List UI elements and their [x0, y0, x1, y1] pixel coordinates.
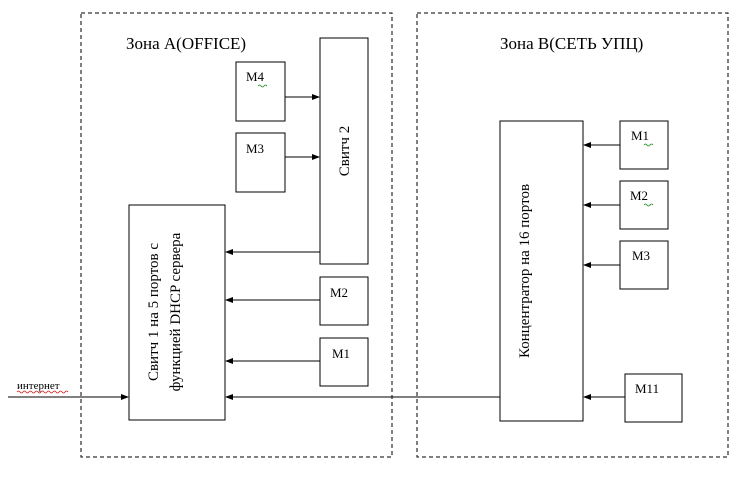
- machine-a-m1: М1: [319, 337, 369, 387]
- machine-b-m2: М2: [619, 180, 669, 230]
- switch-2: [319, 37, 369, 265]
- switch-1: [128, 204, 226, 421]
- machine-a-m3: М3: [235, 132, 286, 193]
- zone-b-boundary: [416, 12, 729, 458]
- internet-label: интернет: [17, 380, 60, 392]
- machine-b-m2-label: М2: [630, 188, 648, 203]
- machine-a-m4: М4: [235, 61, 286, 122]
- hub-label: Концентратор на 16 портов: [517, 184, 533, 358]
- machine-b-m3: М3: [619, 240, 669, 290]
- switch-2-label: Свитч 2: [337, 126, 353, 176]
- machine-b-m1-label: М1: [631, 128, 649, 143]
- machine-b-m11: М11: [624, 373, 683, 423]
- internet-spellcheck-mark: [16, 390, 69, 394]
- machine-a-m1-label: М1: [332, 346, 350, 361]
- zone-b-title: Зона В(СЕТЬ УПЦ): [500, 34, 643, 53]
- zone-a-title: Зона А(OFFICE): [126, 34, 246, 53]
- machine-b-m11-label: М11: [635, 381, 659, 396]
- machine-b-m1: М1: [619, 120, 669, 170]
- machine-a-m2: М2: [319, 276, 369, 326]
- zone-a-boundary: [80, 12, 393, 458]
- machine-b-m3-label: М3: [632, 248, 650, 263]
- machine-a-m3-label: М3: [246, 141, 264, 156]
- hub-16-ports: [499, 120, 584, 422]
- switch-1-label-line2: функцией DHCP сервера: [168, 232, 184, 391]
- machine-a-m2-label: М2: [330, 285, 348, 300]
- switch-1-label-line1: Свитч 1 на 5 портов с: [146, 243, 162, 381]
- machine-a-m4-label: М4: [246, 69, 265, 84]
